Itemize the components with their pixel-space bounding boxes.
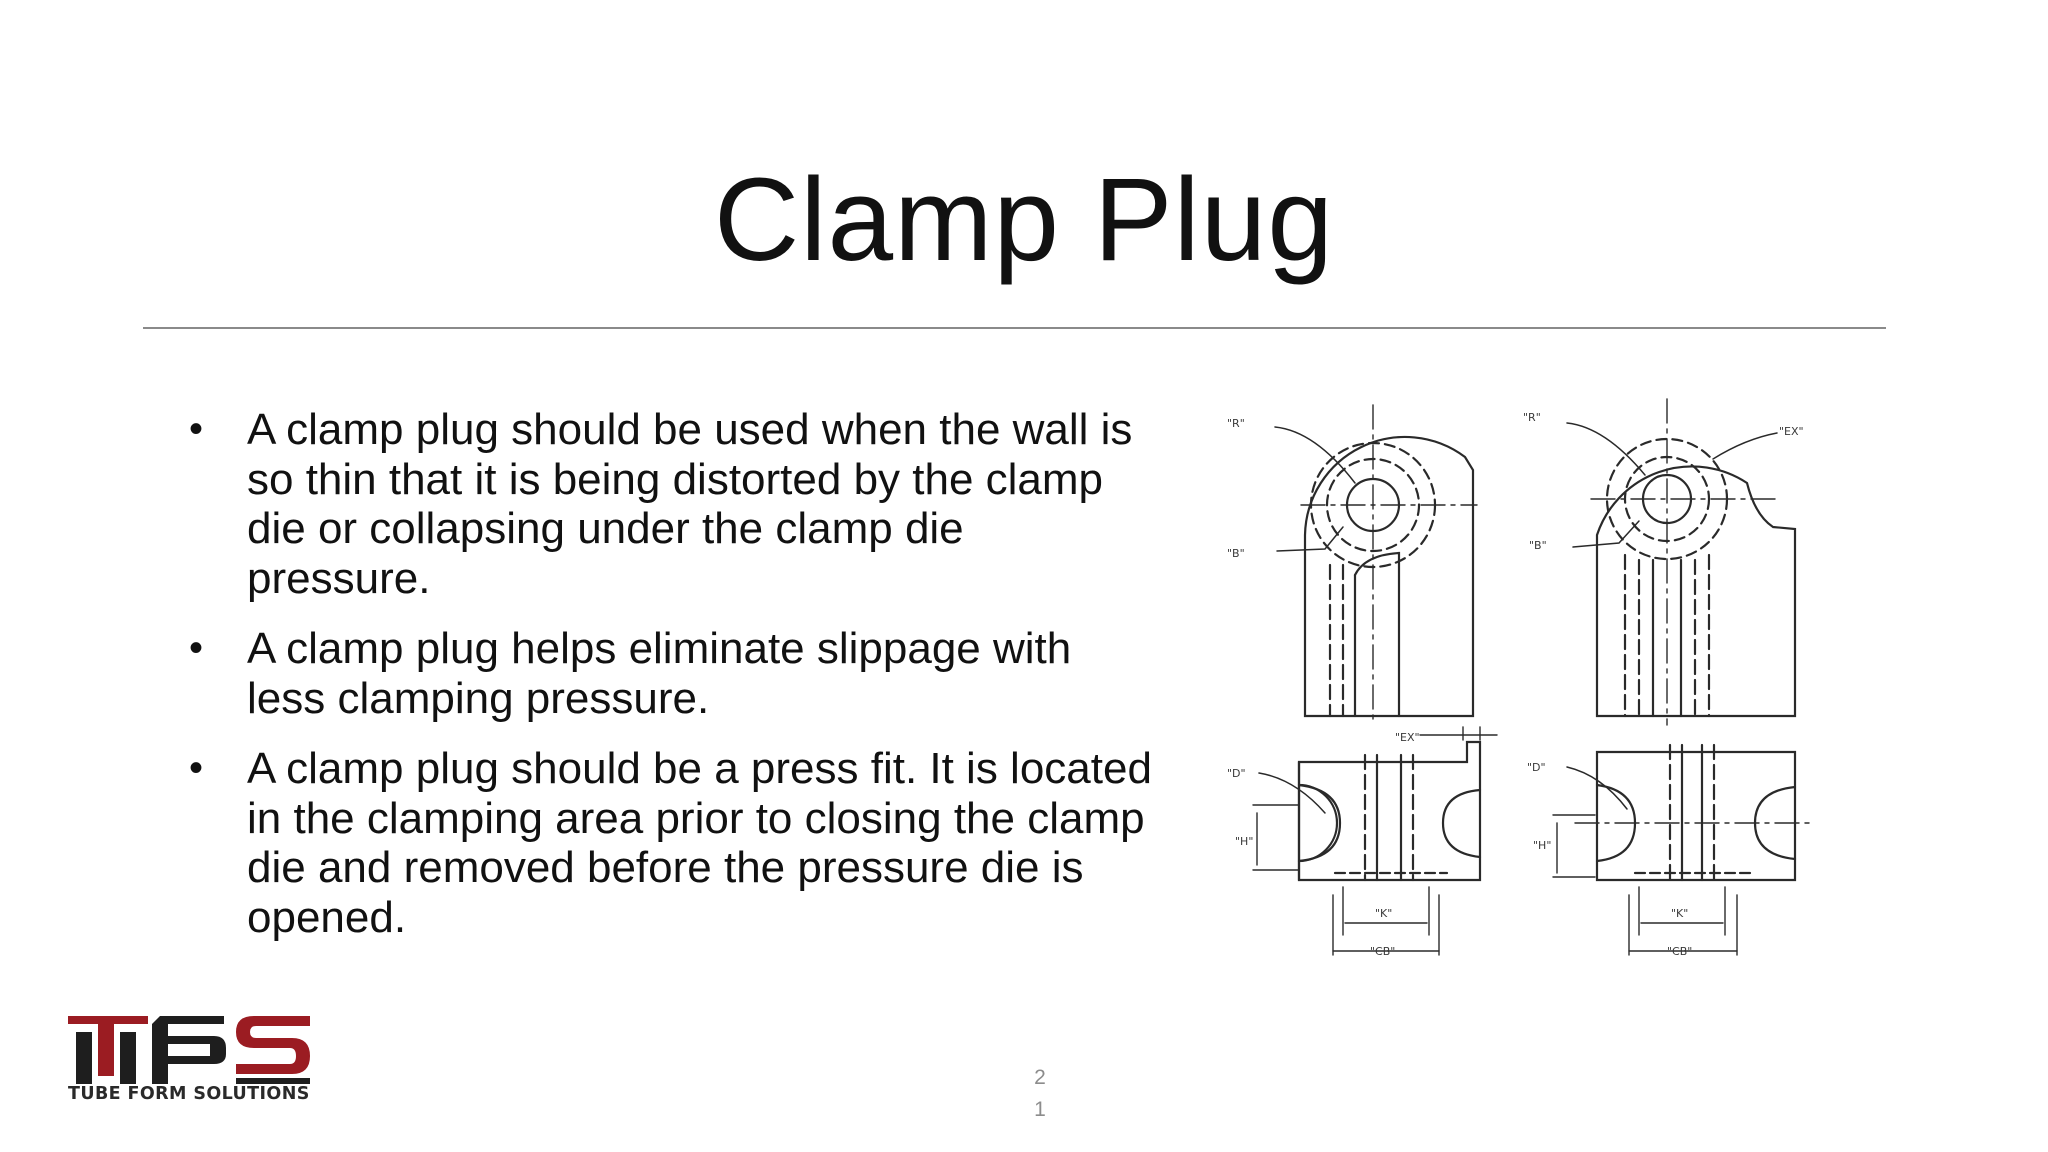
top-left-view [1274, 404, 1478, 726]
page-number-line: 2 [1034, 1066, 1046, 1089]
tfs-logo [68, 1016, 310, 1084]
label-h-right: "H" [1533, 839, 1551, 852]
bullet-item: • A clamp plug should be used when the w… [185, 405, 1155, 603]
bullet-text: A clamp plug should be used when the wal… [247, 405, 1133, 603]
label-ex-mid: "EX" [1395, 731, 1420, 744]
bottom-right-view [1552, 743, 1816, 956]
label-b-left: "B" [1227, 547, 1245, 560]
bullet-glyph: • [189, 626, 204, 670]
label-r-right: "R" [1523, 411, 1541, 424]
label-cb-right: "CB" [1667, 945, 1692, 958]
bullet-glyph: • [189, 407, 204, 451]
label-r-left: "R" [1227, 417, 1245, 430]
label-ex-right: "EX" [1779, 425, 1804, 438]
bullet-text: A clamp plug helps eliminate slippage wi… [247, 624, 1072, 723]
label-k-right: "K" [1671, 907, 1688, 920]
bullet-item: • A clamp plug should be a press fit. It… [185, 744, 1155, 942]
bottom-left-view [1252, 726, 1498, 956]
bullet-glyph: • [189, 746, 204, 790]
label-h-left: "H" [1235, 835, 1253, 848]
page-number-line: 1 [1034, 1098, 1046, 1121]
page-number: 2 1 [1020, 1062, 1060, 1126]
logo-caption: TUBE FORM SOLUTIONS [68, 1084, 310, 1104]
label-k-left: "K" [1375, 907, 1392, 920]
bullet-item: • A clamp plug helps eliminate slippage … [185, 624, 1155, 723]
label-b-right: "B" [1529, 539, 1547, 552]
slide-title: Clamp Plug [714, 154, 1334, 286]
label-d-right: "D" [1527, 761, 1546, 774]
label-d-left: "D" [1227, 767, 1246, 780]
clamp-plug-drawing: "R" "B" "R" "EX" "B" "EX" "D" "H" "K" "C… [1227, 398, 1816, 958]
label-cb-left: "CB" [1370, 945, 1395, 958]
title-divider [143, 327, 1886, 329]
top-right-view [1566, 398, 1797, 726]
bullet-text: A clamp plug should be a press fit. It i… [247, 744, 1152, 942]
bullet-list: • A clamp plug should be used when the w… [185, 405, 1155, 963]
